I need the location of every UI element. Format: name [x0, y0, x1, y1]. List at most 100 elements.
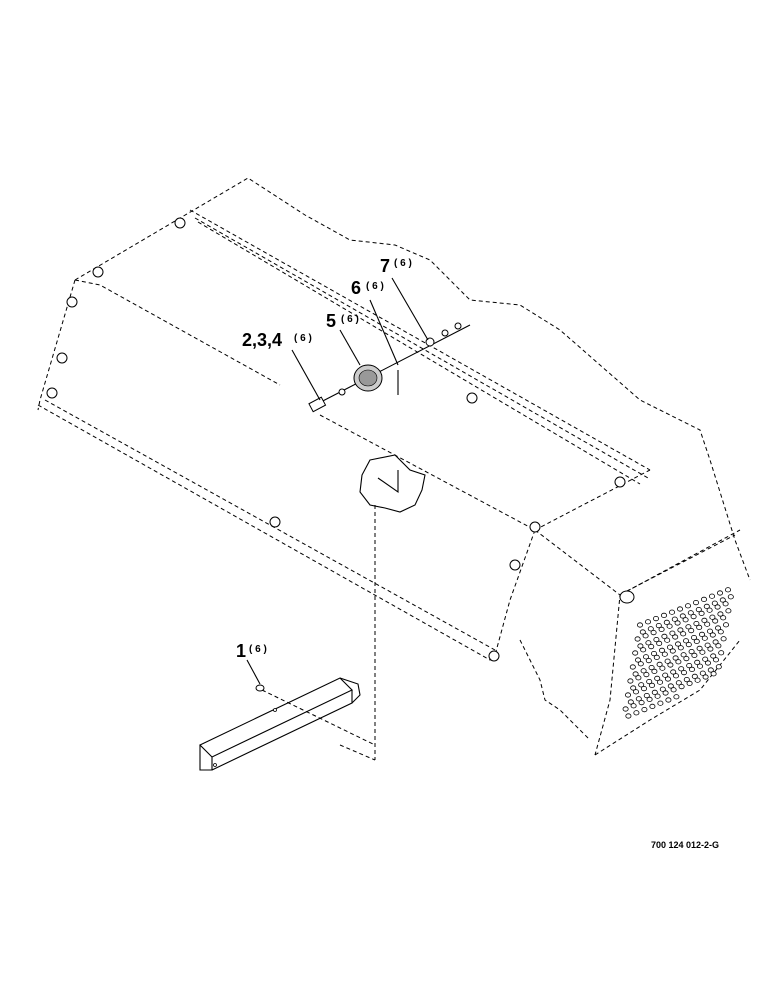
perforation-hole	[654, 675, 661, 682]
perforation-hole	[656, 640, 663, 647]
callout-7: 7 ( 6 )	[380, 256, 412, 276]
perforation-hole	[709, 632, 716, 638]
perforation-hole	[677, 606, 684, 612]
perforation-hole	[694, 677, 701, 683]
drawing-id: 700 124 012-2-G	[651, 840, 719, 850]
perforation-hole	[633, 689, 640, 695]
callout-qty: ( 6 )	[341, 314, 359, 325]
perforation-hole	[688, 648, 695, 655]
perforation-hole	[680, 652, 687, 658]
perforation-hole	[639, 629, 646, 635]
perforation-hole	[707, 667, 714, 673]
perforation-hole	[647, 626, 654, 632]
callout-2-3-4: 2,3,4 ( 6 )	[242, 330, 312, 350]
perforation-hole	[632, 671, 639, 677]
perforation-hole	[649, 703, 656, 710]
perforation-hole	[650, 629, 657, 636]
perforation-hole	[648, 664, 655, 671]
perforation-hole	[673, 694, 680, 700]
perforation-hole	[683, 655, 690, 662]
perforation-hole	[677, 627, 684, 633]
perforation-hole	[677, 645, 684, 651]
perforation-hole	[645, 657, 652, 664]
perforation-hole	[659, 665, 666, 671]
perforation-hole	[673, 673, 680, 679]
perforation-hole	[651, 668, 658, 675]
perforation-hole	[625, 692, 632, 698]
perforation-hole	[704, 621, 711, 627]
perforation-hole	[664, 658, 671, 664]
perforation-hole	[646, 696, 653, 703]
perforation-hole	[717, 611, 724, 617]
perforation-hole	[672, 634, 679, 640]
perforation-hole	[653, 636, 660, 643]
perforation-hole	[649, 682, 656, 689]
perforation-hole	[646, 678, 653, 685]
callout-qty: ( 6 )	[249, 644, 267, 655]
callout-qty: ( 6 )	[294, 333, 312, 344]
perforation-hole	[717, 590, 724, 596]
perforation-hole	[703, 603, 710, 610]
perforation-hole	[702, 656, 709, 662]
perforation-hole	[683, 638, 690, 644]
perforation-hole	[627, 699, 634, 705]
perforation-hole	[715, 664, 722, 670]
perforation-hole	[710, 653, 717, 659]
perforation-hole	[689, 666, 696, 673]
perforation-hole	[696, 624, 703, 631]
callout-qty: ( 6 )	[394, 258, 412, 269]
callout-5: 5 ( 6 )	[326, 311, 359, 331]
perforation-hole	[645, 619, 652, 625]
perforation-hole	[675, 659, 682, 665]
perforation-hole	[717, 629, 724, 635]
perforation-hole	[712, 618, 719, 624]
perforation-hole	[691, 652, 698, 659]
perforation-hole	[697, 663, 704, 669]
perforation-hole	[679, 613, 686, 619]
perforation-hole	[712, 639, 719, 645]
perforation-hole	[637, 643, 644, 649]
bar-part	[199, 677, 376, 771]
perforation-hole	[720, 615, 727, 621]
perforation-hole	[669, 648, 676, 654]
callout-1: 1 ( 6 )	[236, 641, 267, 661]
perforation-hole	[651, 650, 658, 657]
perforation-hole	[704, 642, 711, 648]
callout-number: 7	[380, 256, 390, 276]
perforation-hole	[661, 633, 668, 640]
perforation-hole	[685, 603, 692, 609]
perforation-hole	[655, 622, 662, 629]
perforation-hole	[659, 647, 666, 654]
hardware-stack	[308, 322, 471, 413]
perforation-hole	[667, 683, 674, 689]
perforation-hole	[662, 672, 669, 678]
perforation-hole	[633, 710, 640, 716]
perforation-hole	[665, 697, 672, 703]
perforation-hole	[657, 700, 664, 706]
perforation-hole	[725, 587, 732, 593]
perforation-hole	[695, 606, 702, 613]
perforation-hole	[705, 660, 712, 666]
perforation-hole	[637, 622, 644, 628]
callout-number: 1	[236, 641, 246, 661]
perforation-hole	[632, 650, 639, 656]
perforation-hole	[664, 637, 671, 643]
perforation-hole	[657, 679, 664, 685]
perforation-hole	[683, 676, 690, 683]
perforation-hole	[663, 619, 670, 626]
perforation-hole	[671, 616, 678, 622]
perforation-hole	[627, 678, 634, 684]
perforation-hole	[667, 644, 674, 650]
perforation-hole	[640, 668, 647, 674]
perforation-hole	[641, 685, 648, 692]
leader-lines	[246, 277, 429, 685]
perforation-hole	[694, 659, 701, 666]
perforated-screen	[622, 587, 734, 719]
perforation-hole	[715, 625, 722, 631]
perforation-hole	[635, 696, 642, 702]
perforation-hole	[653, 615, 660, 622]
perforation-hole	[637, 661, 644, 667]
perforation-hole	[699, 649, 706, 655]
perforation-hole	[635, 675, 642, 681]
perforation-hole	[634, 636, 641, 642]
